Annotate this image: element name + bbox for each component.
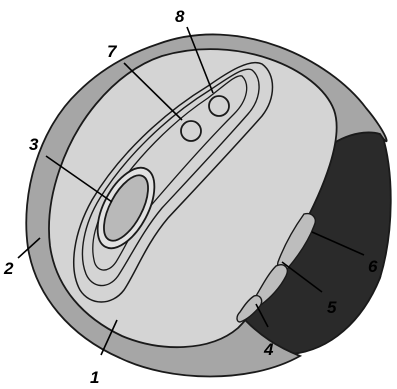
callout-6: 6 [368, 257, 378, 276]
button-8 [209, 96, 229, 116]
callout-3: 3 [29, 135, 39, 154]
callout-2: 2 [3, 259, 14, 278]
callout-5: 5 [327, 298, 337, 317]
callout-1: 1 [90, 368, 99, 387]
callout-8: 8 [175, 7, 185, 26]
button-7 [181, 121, 201, 141]
callout-4: 4 [263, 340, 274, 359]
callout-7: 7 [107, 42, 118, 61]
